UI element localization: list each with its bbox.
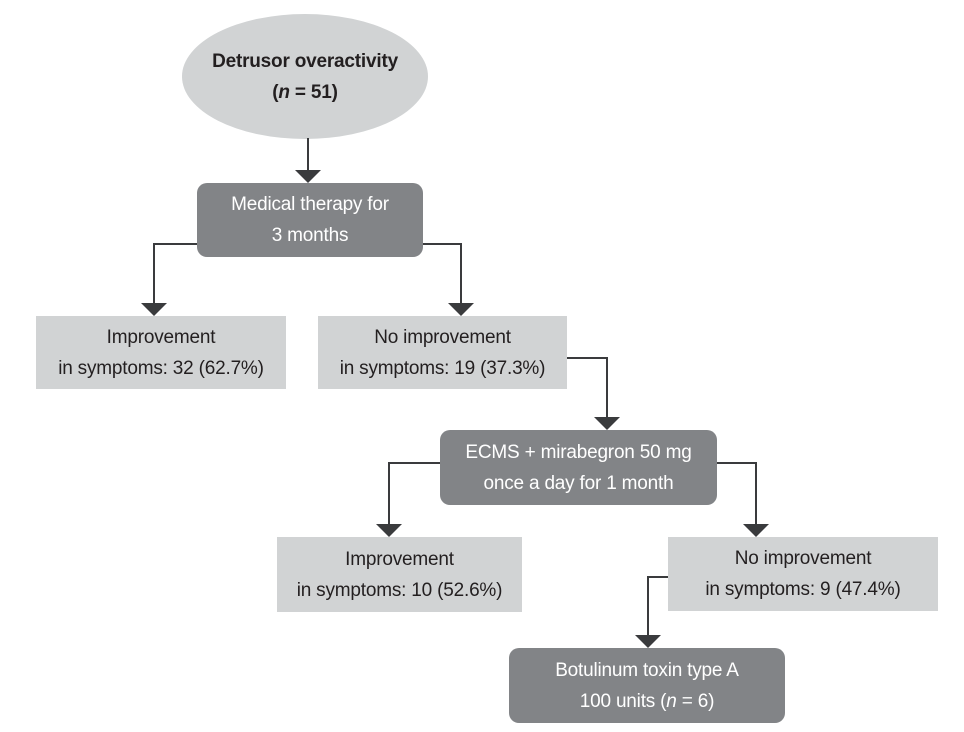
node-medical-therapy-line1: Medical therapy for — [231, 194, 389, 215]
node-no-improvement-2: No improvement in symptoms: 9 (47.4%) — [668, 537, 938, 611]
node-detrusor-overactivity: Detrusor overactivity (n = 51) — [182, 14, 428, 139]
connector-ecms-left-horizontal — [388, 462, 440, 464]
node-detrusor-n: (n = 51) — [272, 77, 338, 108]
node-improvement-1: Improvement in symptoms: 32 (62.7%) — [36, 316, 286, 389]
arrow-down-icon — [295, 170, 321, 183]
connector-therapy-right-vertical — [460, 243, 462, 305]
n-suffix: = 51) — [289, 81, 338, 103]
arrow-down-icon — [594, 417, 620, 430]
connector-noimprove1-horizontal — [567, 357, 608, 359]
node-improvement-2-line2: in symptoms: 10 (52.6%) — [296, 579, 503, 601]
connector-ecms-left-vertical — [388, 462, 390, 525]
arrow-down-icon — [141, 303, 167, 316]
node-ecms-line1: ECMS + mirabegron 50 mg — [465, 441, 692, 463]
node-botulinum-line1: Botulinum toxin type A — [555, 659, 739, 681]
n-variable: n — [278, 81, 290, 103]
units-prefix: 100 units ( — [579, 690, 667, 712]
node-medical-therapy: Medical therapy for 3 months — [197, 183, 423, 257]
node-no-improvement-1-line1: No improvement — [374, 326, 511, 348]
node-medical-therapy-line2: 3 months — [271, 225, 349, 246]
arrow-down-icon — [743, 524, 769, 537]
connector-ecms-right-horizontal — [717, 462, 757, 464]
node-botulinum-toxin: Botulinum toxin type A 100 units (n = 6) — [509, 648, 785, 723]
arrow-down-icon — [376, 524, 402, 537]
n-prefix: ( — [272, 81, 279, 103]
node-no-improvement-1-line2: in symptoms: 19 (37.3%) — [339, 357, 546, 379]
node-ecms-line2: once a day for 1 month — [483, 472, 674, 494]
node-ecms-mirabegron: ECMS + mirabegron 50 mg once a day for 1… — [440, 430, 717, 505]
connector-noimprove1-vertical — [606, 357, 608, 418]
node-detrusor-title: Detrusor overactivity — [212, 50, 398, 72]
arrow-down-icon — [635, 635, 661, 648]
n-variable: n — [666, 690, 677, 712]
node-no-improvement-2-line2: in symptoms: 9 (47.4%) — [705, 579, 901, 600]
connector-root-to-therapy — [307, 138, 309, 172]
node-improvement-1-line2: in symptoms: 32 (62.7%) — [58, 357, 264, 379]
connector-therapy-left-horizontal — [153, 243, 197, 245]
node-improvement-1-line1: Improvement — [106, 326, 216, 348]
connector-ecms-right-vertical — [755, 462, 757, 525]
connector-noimprove2-horizontal — [647, 576, 668, 578]
node-improvement-2: Improvement in symptoms: 10 (52.6%) — [277, 537, 522, 612]
node-improvement-2-line1: Improvement — [345, 548, 454, 570]
node-botulinum-line2: 100 units (n = 6) — [579, 686, 715, 717]
connector-therapy-left-vertical — [153, 243, 155, 305]
arrow-down-icon — [448, 303, 474, 316]
connector-therapy-right-horizontal — [423, 243, 462, 245]
connector-noimprove2-vertical — [647, 576, 649, 636]
units-suffix: = 6) — [676, 690, 715, 712]
node-no-improvement-2-line1: No improvement — [734, 548, 872, 569]
node-no-improvement-1: No improvement in symptoms: 19 (37.3%) — [318, 316, 567, 389]
